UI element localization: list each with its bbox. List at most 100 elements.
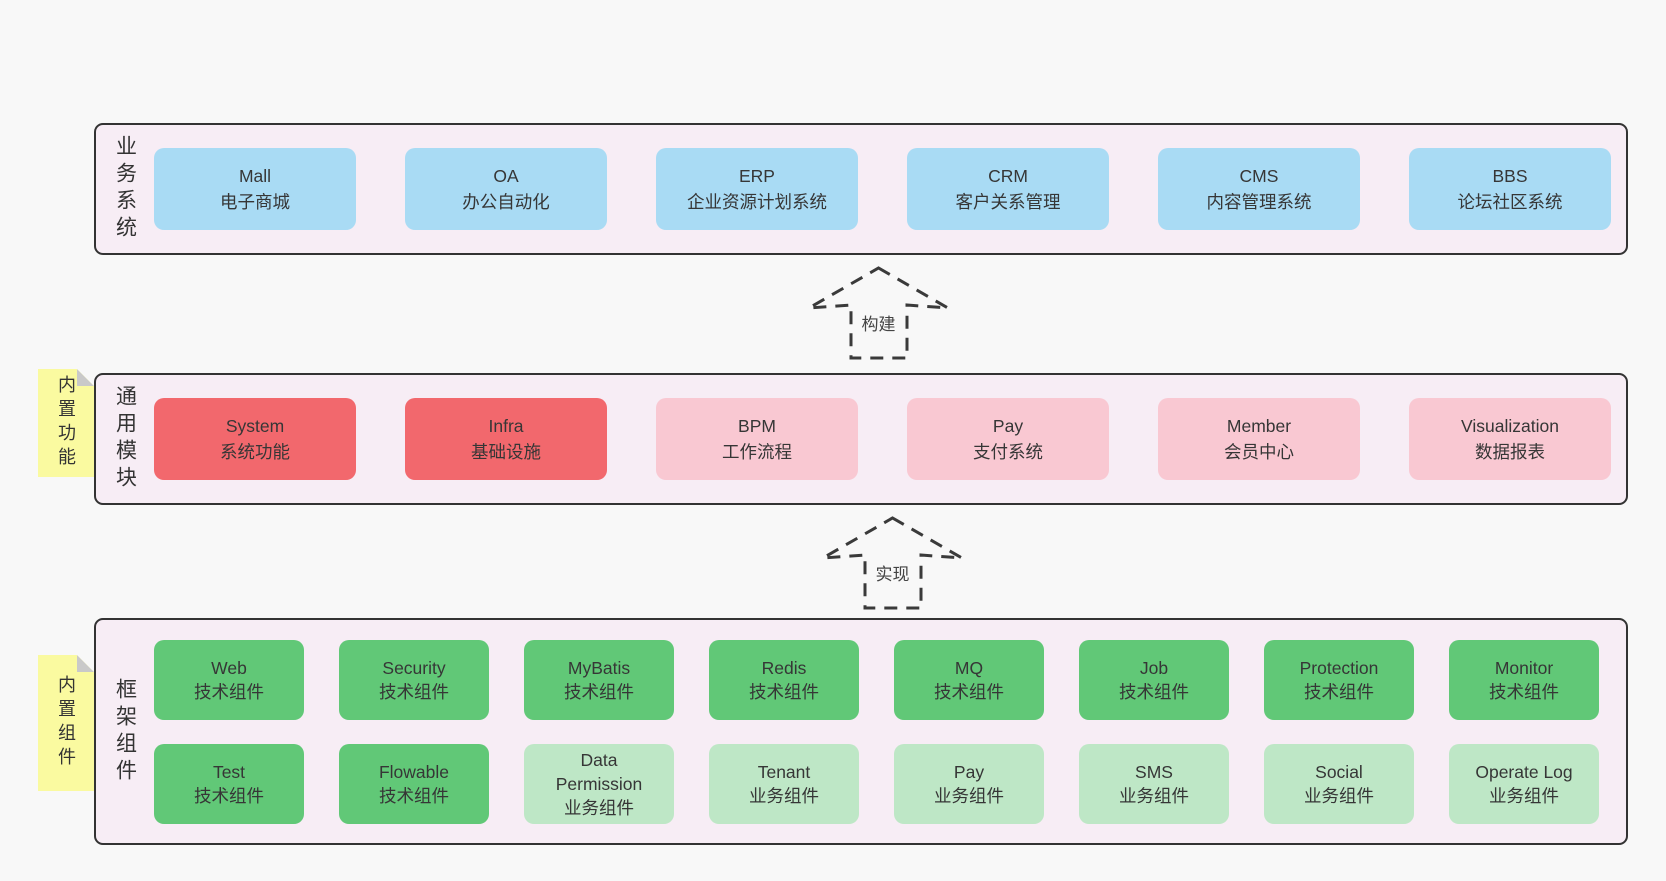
- box-flowable: Flowable 技术组件: [339, 743, 489, 824]
- folded-corner-icon: [77, 369, 94, 386]
- box-data-permission: Data Permission 业务组件: [524, 743, 674, 824]
- box-title: BBS: [1492, 166, 1528, 186]
- box-subtitle: 办公自动化: [462, 192, 550, 212]
- box-subtitle: 技术组件: [1304, 681, 1374, 702]
- box-title: MQ: [954, 657, 984, 678]
- box-subtitle: 支付系统: [973, 442, 1043, 462]
- box-title: Data Permission: [555, 749, 643, 794]
- box-monitor: Monitor 技术组件: [1449, 639, 1599, 720]
- box-subtitle: 技术组件: [1119, 681, 1189, 702]
- box-operate-log: Operate Log 业务组件: [1449, 743, 1599, 824]
- common-modules-row: System 系统功能 Infra 基础设施 BPM 工作流程 Pay 支付系统…: [154, 398, 1611, 480]
- box-social: Social 业务组件: [1264, 743, 1414, 824]
- box-subtitle: 基础设施: [471, 442, 541, 462]
- business-systems-row: Mall 电子商城 OA 办公自动化 ERP 企业资源计划系统 CRM 客户关系…: [154, 148, 1611, 230]
- box-title: System: [225, 416, 285, 436]
- box-pay-component: Pay 业务组件: [894, 743, 1044, 824]
- box-system: System 系统功能: [154, 398, 356, 480]
- box-title: Flowable: [378, 761, 450, 782]
- box-test: Test 技术组件: [154, 743, 304, 824]
- builtin-functions-sticky: 内置功能: [38, 369, 94, 477]
- box-subtitle: 业务组件: [749, 785, 819, 806]
- box-crm: CRM 客户关系管理: [907, 148, 1109, 230]
- box-subtitle: 会员中心: [1224, 442, 1294, 462]
- box-subtitle: 业务组件: [564, 797, 634, 818]
- box-mybatis: MyBatis 技术组件: [524, 639, 674, 720]
- framework-components-label: 框架组件: [113, 677, 137, 786]
- box-title: ERP: [739, 166, 775, 186]
- business-systems-label-column: 业务系统: [96, 125, 154, 253]
- box-title: Monitor: [1494, 657, 1554, 678]
- framework-components-rows: Web 技术组件 Security 技术组件 MyBatis 技术组件 Redi…: [154, 639, 1599, 824]
- box-subtitle: 技术组件: [564, 681, 634, 702]
- box-title: Mall: [238, 166, 272, 186]
- box-mq: MQ 技术组件: [894, 639, 1044, 720]
- box-subtitle: 论坛社区系统: [1457, 192, 1563, 212]
- box-title: CRM: [988, 166, 1028, 186]
- builtin-components-label: 内置组件: [56, 675, 76, 771]
- box-title: Redis: [761, 657, 807, 678]
- box-title: BPM: [738, 416, 776, 436]
- box-title: Infra: [488, 416, 524, 436]
- box-title: CMS: [1239, 166, 1279, 186]
- box-subtitle: 内容管理系统: [1206, 192, 1312, 212]
- box-subtitle: 业务组件: [934, 785, 1004, 806]
- box-subtitle: 技术组件: [194, 681, 264, 702]
- box-mall: Mall 电子商城: [154, 148, 356, 230]
- common-modules-panel: 通用模块 System 系统功能 Infra 基础设施 BPM 工作流程 Pay…: [94, 373, 1628, 505]
- box-title: Visualization: [1461, 416, 1559, 436]
- box-title: Operate Log: [1475, 761, 1573, 782]
- common-modules-label-column: 通用模块: [96, 375, 154, 503]
- box-subtitle: 技术组件: [749, 681, 819, 702]
- implement-arrow: 实现: [820, 516, 965, 610]
- folded-corner-icon: [77, 655, 94, 672]
- box-bbs: BBS 论坛社区系统: [1409, 148, 1611, 230]
- implement-arrow-label: 实现: [872, 560, 913, 585]
- builtin-components-sticky: 内置组件: [38, 655, 94, 791]
- box-pay: Pay 支付系统: [907, 398, 1109, 480]
- box-subtitle: 电子商城: [220, 192, 290, 212]
- box-infra: Infra 基础设施: [405, 398, 607, 480]
- box-subtitle: 企业资源计划系统: [687, 192, 827, 212]
- box-subtitle: 业务组件: [1304, 785, 1374, 806]
- box-title: Protection: [1299, 657, 1379, 678]
- box-title: Web: [211, 657, 247, 678]
- box-web: Web 技术组件: [154, 639, 304, 720]
- framework-components-label-column: 框架组件: [96, 620, 154, 843]
- box-protection: Protection 技术组件: [1264, 639, 1414, 720]
- technical-components-row: Web 技术组件 Security 技术组件 MyBatis 技术组件 Redi…: [154, 639, 1599, 720]
- box-subtitle: 客户关系管理: [955, 192, 1061, 212]
- box-title: MyBatis: [567, 657, 631, 678]
- box-subtitle: 业务组件: [1119, 785, 1189, 806]
- box-member: Member 会员中心: [1158, 398, 1360, 480]
- box-title: Security: [382, 657, 446, 678]
- box-subtitle: 工作流程: [722, 442, 792, 462]
- box-title: SMS: [1135, 761, 1173, 782]
- box-title: Pay: [953, 761, 985, 782]
- box-erp: ERP 企业资源计划系统: [656, 148, 858, 230]
- common-modules-label: 通用模块: [113, 385, 137, 493]
- box-tenant: Tenant 业务组件: [709, 743, 859, 824]
- box-subtitle: 业务组件: [1489, 785, 1559, 806]
- box-title: OA: [493, 166, 519, 186]
- box-title: Member: [1226, 416, 1292, 436]
- box-subtitle: 技术组件: [194, 785, 264, 806]
- build-arrow-label: 构建: [858, 310, 899, 335]
- box-title: Pay: [992, 416, 1024, 436]
- box-job: Job 技术组件: [1079, 639, 1229, 720]
- box-title: Test: [212, 761, 246, 782]
- box-title: Job: [1139, 657, 1169, 678]
- business-components-row: Test 技术组件 Flowable 技术组件 Data Permission …: [154, 743, 1599, 824]
- build-arrow: 构建: [806, 266, 951, 360]
- box-redis: Redis 技术组件: [709, 639, 859, 720]
- box-subtitle: 数据报表: [1475, 442, 1545, 462]
- box-subtitle: 技术组件: [934, 681, 1004, 702]
- business-systems-panel: 业务系统 Mall 电子商城 OA 办公自动化 ERP 企业资源计划系统 CRM…: [94, 123, 1628, 255]
- box-oa: OA 办公自动化: [405, 148, 607, 230]
- box-cms: CMS 内容管理系统: [1158, 148, 1360, 230]
- business-systems-label: 业务系统: [113, 135, 137, 243]
- framework-components-panel: 框架组件 Web 技术组件 Security 技术组件 MyBatis 技术组件…: [94, 618, 1628, 845]
- builtin-functions-label: 内置功能: [56, 375, 76, 471]
- box-visualization: Visualization 数据报表: [1409, 398, 1611, 480]
